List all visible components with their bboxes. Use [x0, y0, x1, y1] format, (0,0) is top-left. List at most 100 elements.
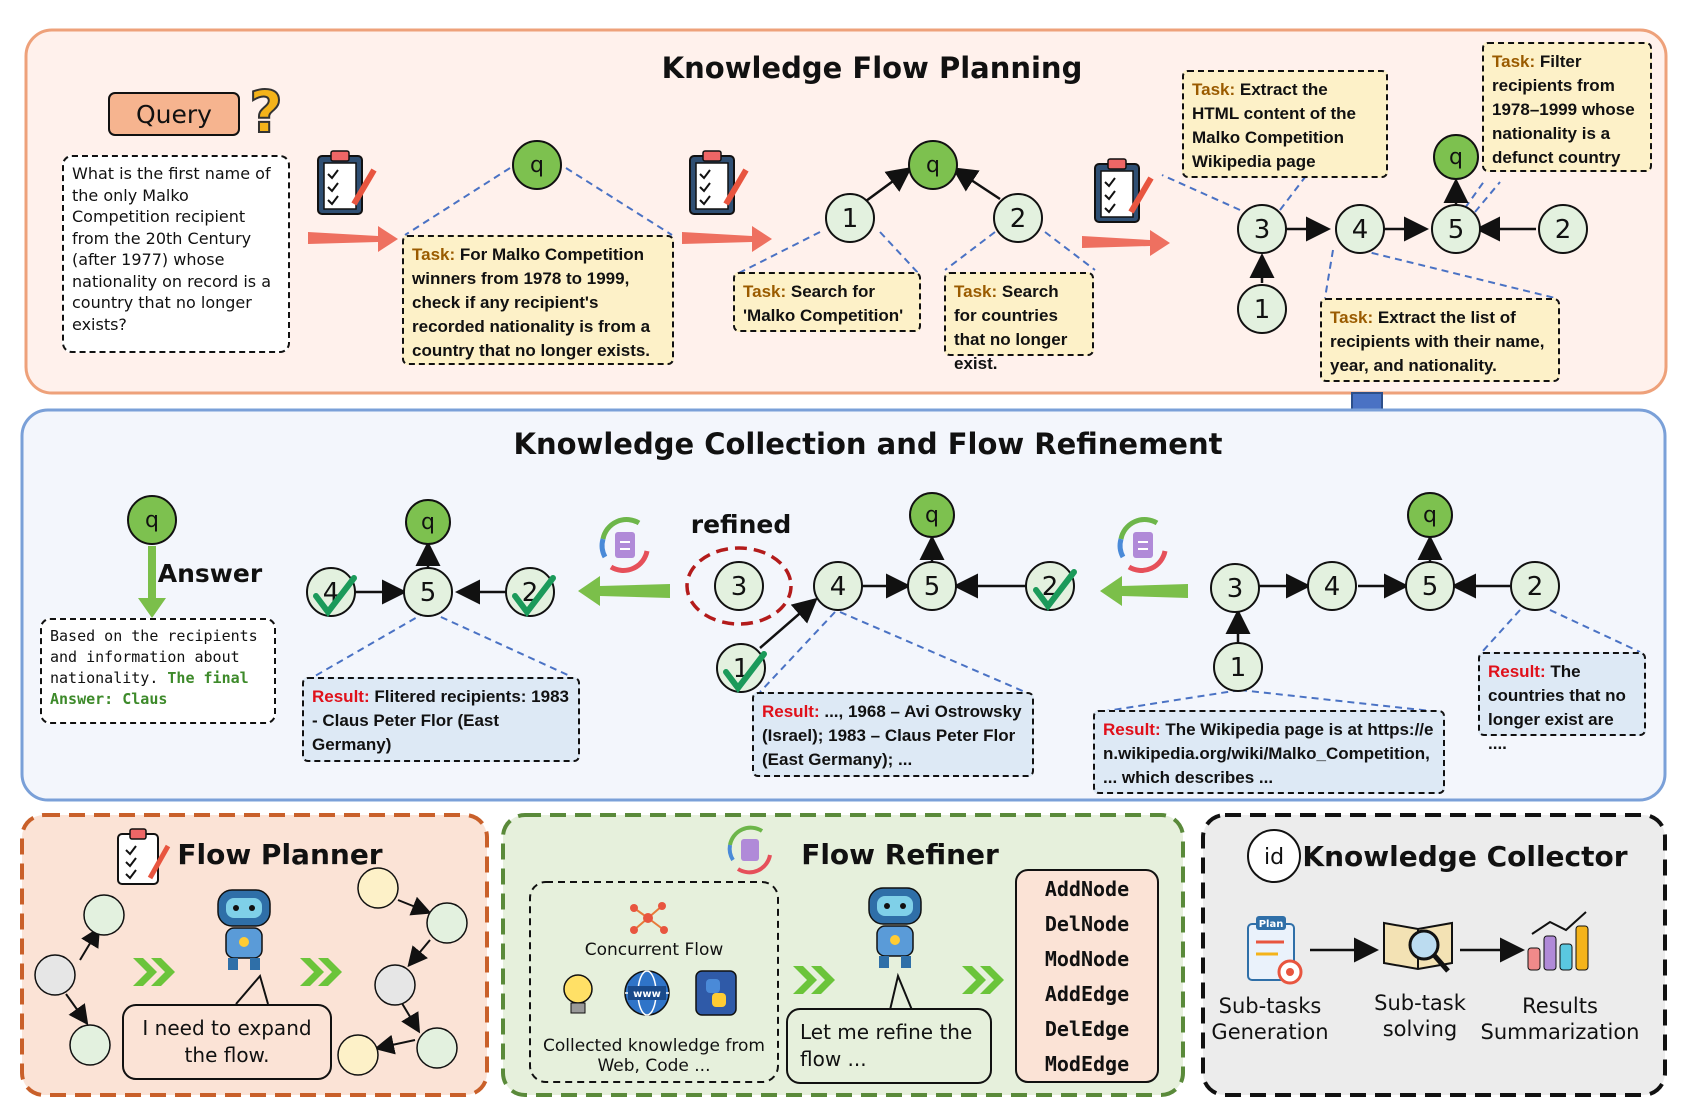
node-5 [1431, 204, 1481, 254]
svg-text:q: q [925, 503, 939, 528]
answer-text-box: Based on the recipients and information … [40, 618, 276, 724]
clipboard-icon [317, 150, 377, 215]
svg-text:www: www [633, 989, 661, 1000]
op-del-edge: DelEdge [1044, 1017, 1130, 1041]
node-5 [1405, 561, 1455, 611]
refined-highlight [685, 546, 793, 626]
svg-text:q: q [926, 153, 940, 178]
svg-text:4: 4 [1352, 215, 1369, 245]
plan-icon: Plan [1247, 916, 1303, 985]
graph-node [374, 964, 416, 1006]
op-mod-edge: ModEdge [1044, 1052, 1130, 1076]
collected-knowledge-label: Collected knowledge from Web, Code ... [543, 1036, 765, 1076]
chevron-icon [962, 966, 1004, 994]
check-icon [512, 575, 556, 617]
node-2 [993, 193, 1043, 243]
node-4 [1335, 204, 1385, 254]
task-search-countries-box: Task: Search for countries that no longe… [944, 272, 1094, 373]
svg-text:5: 5 [924, 572, 941, 602]
svg-text:2: 2 [1555, 215, 1572, 245]
flow-arrow-green [578, 576, 670, 606]
concurrent-flow-icon [630, 902, 668, 934]
svg-text:q: q [421, 510, 435, 535]
result-filtered-box: Result: Flitered recipients: 1983 - Clau… [302, 677, 580, 762]
svg-text:2: 2 [1527, 572, 1544, 602]
node-q [512, 140, 562, 190]
node-1 [825, 193, 875, 243]
result-list-box: Result: ..., 1968 – Avi Ostrowsky (Israe… [752, 692, 1034, 777]
node-5 [907, 561, 957, 611]
svg-text:id: id [1264, 845, 1284, 870]
node-q [909, 492, 955, 538]
step-results-summarization: Results Summarization [1480, 994, 1640, 1044]
svg-text:2: 2 [1010, 204, 1027, 234]
result-countries-box: Result: The countries that no longer exi… [1478, 652, 1646, 753]
concurrent-flow-label: Concurrent Flow [584, 940, 724, 960]
graph-node [83, 894, 125, 936]
svg-text:q: q [1449, 145, 1463, 170]
clipboard-icon [1094, 158, 1154, 223]
op-add-edge: AddEdge [1044, 982, 1130, 1006]
refine-cycle-icon [1117, 517, 1168, 573]
chevron-icon [133, 958, 175, 986]
svg-text:Plan: Plan [1259, 919, 1284, 930]
flow-arrow-red [308, 226, 398, 252]
planner-speech-bubble: I need to expand the flow. [122, 1004, 332, 1080]
refiner-speech-bubble: Let me refine the flow ... [786, 1008, 992, 1084]
step-subtask-solving: Sub-task solving [1374, 991, 1466, 1041]
op-add-node: AddNode [1044, 877, 1130, 901]
node-2 [1510, 561, 1560, 611]
ops-list: AddNode DelNode ModNode AddEdge DelEdge … [1016, 872, 1158, 1082]
flow-arrow-red [1082, 230, 1170, 256]
query-label-box [108, 92, 240, 136]
task-extract-html-box: Task: Extract the HTML content of the Ma… [1182, 70, 1388, 178]
svg-text:1: 1 [1254, 295, 1271, 325]
lightbulb-icon [563, 974, 593, 1014]
refined-label: refined [691, 510, 791, 539]
node-q [908, 140, 958, 190]
ops-box [1015, 869, 1159, 1083]
query-text-box: What is the first name of the only Malko… [62, 155, 290, 353]
svg-text:q: q [530, 153, 544, 178]
svg-text:5: 5 [420, 578, 437, 608]
collection-title: Knowledge Collection and Flow Refinement [514, 427, 1223, 461]
bar-chart-icon [1527, 911, 1589, 971]
node-3 [1210, 563, 1260, 613]
collector-title: Knowledge Collector [1302, 840, 1627, 873]
clipboard-icon [689, 150, 749, 215]
node-3 [714, 561, 764, 611]
svg-text:1: 1 [1230, 653, 1247, 683]
robot-icon [868, 887, 922, 968]
refine-cycle-icon [599, 517, 650, 573]
svg-text:q: q [145, 508, 159, 533]
graph-node [416, 1027, 458, 1069]
node-4 [1307, 561, 1357, 611]
svg-text:3: 3 [731, 572, 748, 602]
question-icon: ? [249, 78, 283, 146]
answer-label: Answer [158, 559, 263, 588]
svg-text:5: 5 [1422, 572, 1439, 602]
result-wiki-box: Result: The Wikipedia page is at https:/… [1093, 710, 1445, 794]
svg-text:1: 1 [842, 204, 859, 234]
book-search-icon [1383, 921, 1453, 973]
chevron-icon [300, 958, 342, 986]
svg-text:3: 3 [1254, 215, 1271, 245]
check-icon [313, 575, 357, 617]
node-q [1433, 134, 1479, 180]
planning-title: Knowledge Flow Planning [662, 51, 1083, 85]
step-subtasks-generation: Sub-tasks Generation [1211, 994, 1329, 1044]
node-q [127, 495, 177, 545]
op-mod-node: ModNode [1044, 947, 1130, 971]
node-1 [1213, 642, 1263, 692]
svg-text:4: 4 [830, 572, 847, 602]
graph-node [426, 902, 468, 944]
svg-text:4: 4 [1324, 572, 1341, 602]
node-5 [403, 567, 453, 617]
svg-text:3: 3 [1227, 574, 1244, 604]
task-search-malko-box: Task: Search for 'Malko Competition' [733, 272, 921, 332]
node-q [1407, 492, 1453, 538]
node-1 [1237, 284, 1287, 334]
globe-icon: www [624, 970, 670, 1016]
python-code-icon [695, 970, 737, 1016]
check-icon [723, 651, 767, 693]
